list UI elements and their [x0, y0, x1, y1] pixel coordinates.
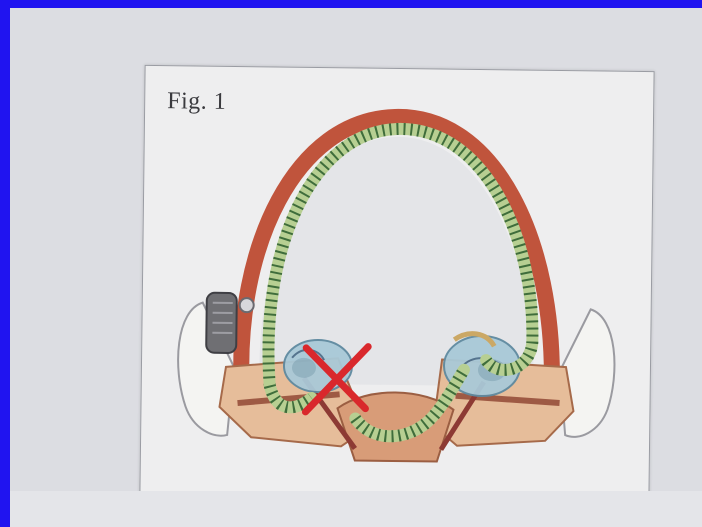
head-cross-section-diagram [140, 66, 653, 500]
figure-card: Fig. 1 [139, 65, 654, 501]
slide-bottom-band [10, 491, 702, 527]
slide-background: Fig. 1 [10, 8, 702, 527]
